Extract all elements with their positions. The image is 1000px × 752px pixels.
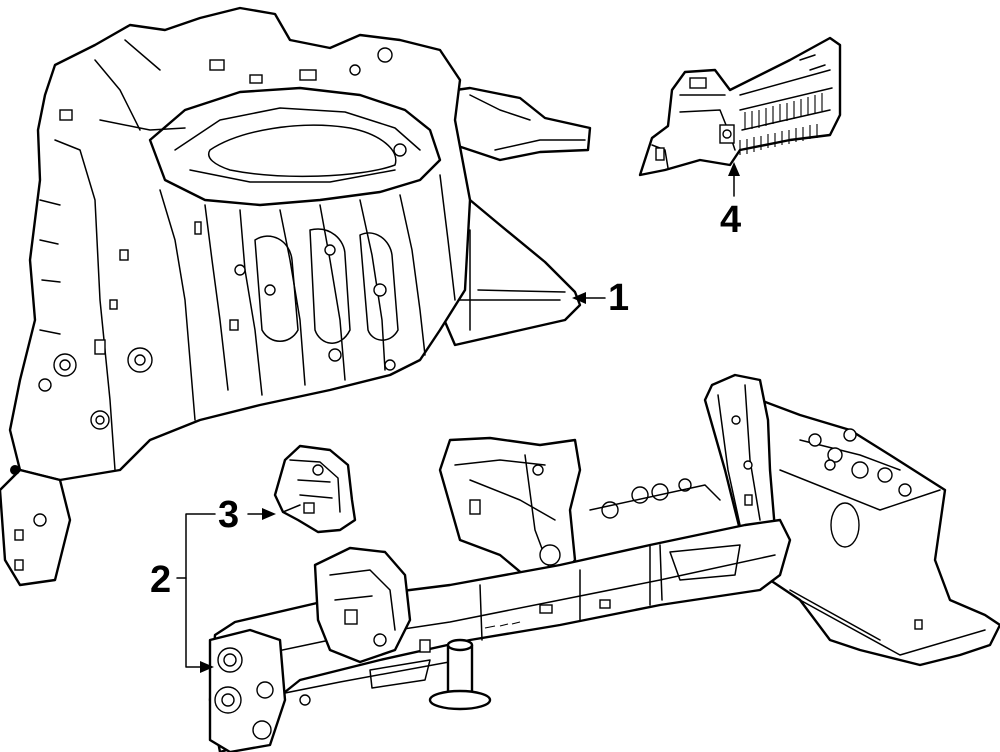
callout-label-3: 3 xyxy=(218,494,239,536)
callout-4: 4 xyxy=(720,162,741,241)
part-4-bracket[interactable] xyxy=(638,36,842,177)
callout-label-4: 4 xyxy=(720,199,741,241)
callout-3: 3 xyxy=(218,494,276,536)
callout-label-1: 1 xyxy=(608,277,629,319)
part-2-frame-rail-assembly[interactable] xyxy=(208,373,1000,752)
part-1-apron-assembly[interactable] xyxy=(0,6,592,587)
callout-1: 1 xyxy=(572,277,629,319)
callout-2: 2 xyxy=(150,513,216,673)
callout-label-2: 2 xyxy=(150,559,171,601)
part-3-mount-bracket[interactable] xyxy=(273,444,357,534)
